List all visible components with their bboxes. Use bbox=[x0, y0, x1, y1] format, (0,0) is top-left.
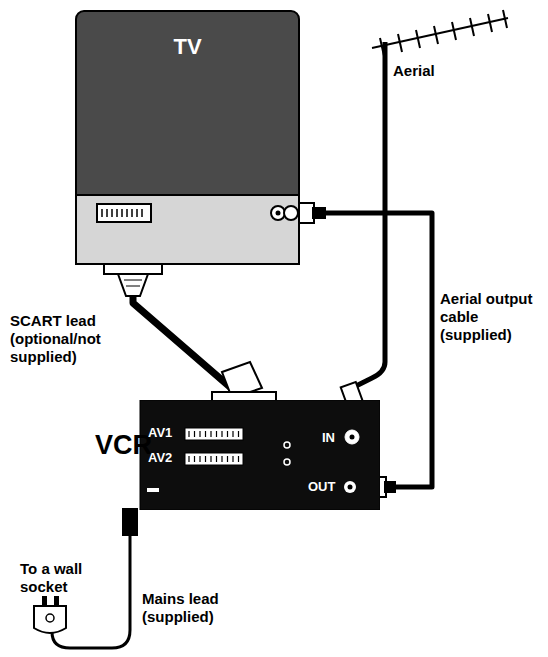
node-title: TV bbox=[173, 34, 201, 59]
tv-aerial-plug bbox=[298, 203, 326, 223]
av2-socket bbox=[185, 453, 243, 465]
aerial-socket bbox=[271, 206, 285, 220]
socket-label: IN bbox=[322, 430, 346, 446]
vcr-rear-panel bbox=[140, 400, 380, 510]
aerial-label: Aerial bbox=[393, 62, 473, 80]
aerial-antenna bbox=[372, 10, 508, 56]
mains-label: Mains lead (supplied) bbox=[142, 590, 252, 626]
scart-plug bbox=[104, 262, 162, 296]
switch-hole bbox=[284, 442, 290, 448]
socket-label: AV1 bbox=[148, 425, 184, 441]
scart-socket bbox=[97, 204, 151, 222]
tv-set: TV bbox=[75, 10, 300, 265]
scart-plug bbox=[212, 362, 276, 404]
vcr-unit: VCR bbox=[95, 400, 380, 510]
socket-label: AV2 bbox=[148, 450, 184, 466]
mains-label: To a wall socket bbox=[20, 560, 110, 596]
switch-hole bbox=[284, 459, 290, 465]
node-title: VCR bbox=[95, 430, 152, 461]
cable-label: Aerial output cable (supplied) bbox=[440, 290, 540, 344]
socket-label: OUT bbox=[308, 479, 344, 495]
in-socket bbox=[345, 430, 359, 444]
aerial-socket bbox=[284, 206, 298, 220]
tv-cabinet bbox=[76, 11, 299, 264]
cable-label: SCART lead (optional/not supplied) bbox=[10, 312, 170, 366]
out-socket bbox=[344, 481, 356, 493]
av1-socket bbox=[185, 428, 243, 440]
mains-inlet bbox=[147, 488, 159, 492]
aerial-downlead bbox=[356, 42, 385, 386]
tv-back-panel bbox=[76, 195, 299, 264]
